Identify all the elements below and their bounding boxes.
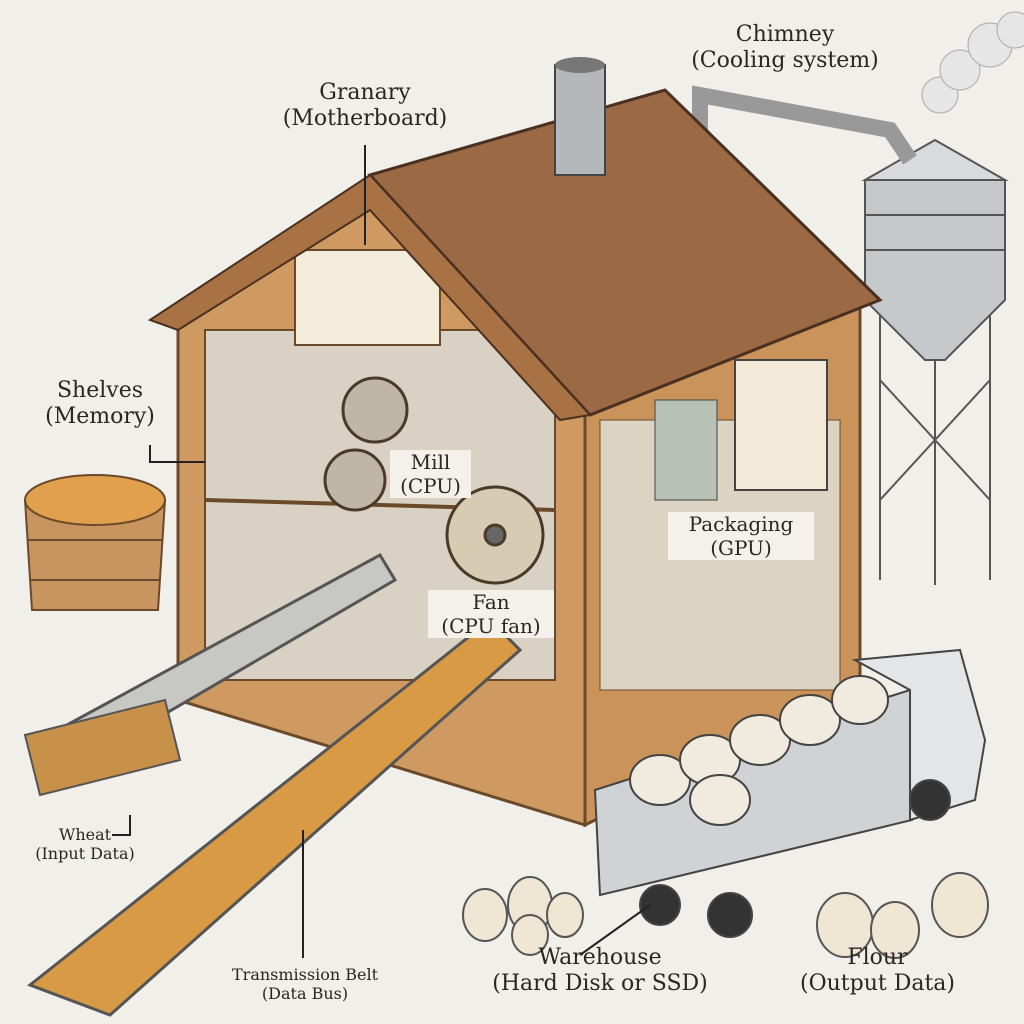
label-name: Granary [319, 80, 411, 105]
mill-gears [323, 376, 545, 585]
label-flour: Flour (Output Data) [780, 945, 975, 998]
label-name: Wheat [58, 825, 112, 844]
granary-sign [294, 249, 441, 346]
label-name: Flour [847, 945, 908, 970]
silo [861, 138, 1009, 585]
label-warehouse: Warehouse (Hard Disk or SSD) [480, 945, 720, 998]
smoke [921, 11, 1024, 114]
label-belt: Transmission Belt (Data Bus) [205, 965, 405, 1003]
label-meaning: (Cooling system) [691, 48, 879, 74]
gpu-panel [734, 359, 828, 491]
label-meaning: (Hard Disk or SSD) [492, 971, 708, 997]
label-packaging: Packaging (GPU) [668, 512, 814, 560]
conveyor-belt-main [26, 617, 523, 1017]
label-chimney: Chimney (Cooling system) [650, 22, 920, 75]
gpu-screen [654, 399, 718, 501]
label-meaning: (CPU) [400, 474, 461, 498]
label-fan: Fan (CPU fan) [428, 590, 554, 638]
wheat-tray [23, 698, 182, 797]
wheat-barrel [23, 474, 167, 611]
label-meaning: (Memory) [45, 404, 155, 430]
flour-sacks [462, 872, 989, 959]
label-mill: Mill (CPU) [390, 450, 471, 498]
label-meaning: (Data Bus) [261, 984, 349, 1004]
chimney [554, 64, 606, 176]
label-name: Chimney [735, 22, 835, 47]
label-meaning: (Input Data) [35, 844, 135, 864]
label-meaning: (CPU fan) [441, 614, 541, 638]
label-name: Warehouse [538, 945, 662, 970]
label-name: Transmission Belt [232, 965, 378, 984]
label-meaning: (GPU) [710, 536, 772, 560]
label-name: Fan [472, 590, 510, 614]
label-wheat: Wheat (Input Data) [15, 825, 155, 863]
label-meaning: (Motherboard) [282, 106, 448, 132]
label-shelves: Shelves (Memory) [20, 378, 180, 431]
label-granary: Granary (Motherboard) [265, 80, 465, 133]
label-name: Mill [410, 450, 451, 474]
label-meaning: (Output Data) [799, 971, 955, 997]
label-name: Packaging [688, 512, 794, 536]
label-name: Shelves [56, 378, 144, 403]
truck [593, 648, 987, 938]
leader-lines [112, 145, 651, 958]
